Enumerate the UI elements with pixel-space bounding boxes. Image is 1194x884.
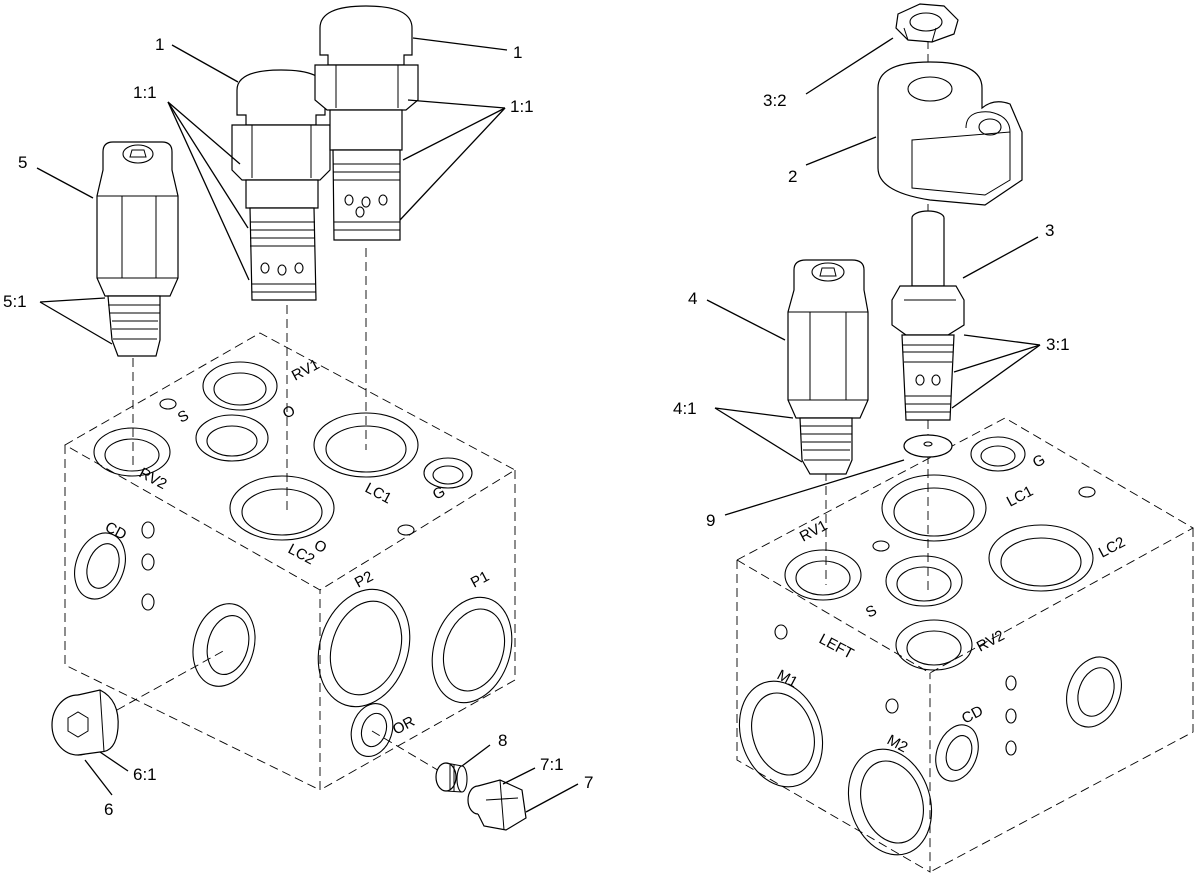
left-port-s-bore: [195, 414, 269, 462]
part-7-hex-plug: [467, 779, 527, 831]
callout-4: 4: [688, 289, 697, 308]
callout-7-1: 7:1: [540, 755, 564, 774]
right-port-m2-bore: [847, 748, 933, 856]
left-port-or-bore: [350, 703, 394, 757]
left-port-rv2-bore: [93, 427, 171, 477]
right-port-lc2-bore: [988, 524, 1094, 592]
right-port-label-g: G: [1030, 451, 1048, 471]
leader-lines: [36, 37, 1041, 813]
callout-1-1-left: 1:1: [133, 83, 157, 102]
left-port-label-or: OR: [390, 713, 418, 739]
right-port-label-lc1: LC1: [1004, 483, 1036, 511]
left-port-p1-bore: [431, 596, 513, 704]
part-2-solenoid-coil: [877, 61, 1023, 206]
left-port-lc2-bore: [229, 475, 335, 541]
part-1-cartridge-right: [314, 5, 419, 241]
left-port-label-lc2: LC2: [285, 541, 317, 569]
callout-5-1: 5:1: [3, 292, 27, 311]
part-3-2-nut: [895, 3, 959, 43]
right-small-hole: [1005, 740, 1017, 756]
part-1-cartridge-left: [231, 69, 331, 301]
right-port-s-bore: [885, 555, 963, 607]
callout-3-1: 3:1: [1046, 335, 1070, 354]
callout-2: 2: [788, 167, 797, 186]
callout-9: 9: [706, 511, 715, 530]
left-alignment-lines: [116, 248, 447, 776]
part-6-plug: [51, 689, 119, 756]
right-small-hole: [1078, 486, 1096, 498]
left-port-label-rv1: RV1: [289, 356, 323, 385]
right-small-hole: [872, 540, 890, 552]
callout-3-2: 3:2: [763, 91, 787, 110]
left-side-port-bore: [192, 603, 256, 687]
right-port-m1-bore: [738, 680, 824, 788]
left-small-hole: [141, 521, 155, 539]
right-small-hole: [774, 624, 788, 640]
right-small-hole: [1005, 675, 1017, 691]
part-3-solenoid-valve: [891, 210, 965, 421]
callout-3: 3: [1045, 221, 1054, 240]
right-port-g-bore: [970, 436, 1026, 472]
right-manifold-block: RV1 S RV2 LC1 LC2 G CD LEFT M1 M2: [736, 417, 1194, 873]
right-port-cd-bore: [935, 724, 979, 782]
callout-1-1-right: 1:1: [510, 97, 534, 116]
right-port-label-rv2: RV2: [974, 627, 1008, 656]
left-port-label-lc1: LC1: [362, 480, 394, 508]
part-4-relief-valve: [787, 259, 869, 475]
callout-1-left: 1: [155, 35, 164, 54]
callout-4-1: 4:1: [673, 399, 697, 418]
right-port-label-left: LEFT: [816, 631, 856, 663]
callout-labels: 1 1 1:1 1:1 5 5:1 6:1 6 8 7:1 7 3:2 2 3 …: [3, 35, 1070, 819]
left-small-hole: [141, 553, 155, 571]
right-side-port-bore: [1066, 656, 1122, 728]
left-port-label-p1: P1: [468, 568, 492, 592]
right-port-label-lc2: LC2: [1096, 534, 1128, 562]
callout-5: 5: [18, 153, 27, 172]
left-port-p2-bore: [317, 588, 411, 708]
left-port-label-rv2: RV2: [136, 465, 170, 494]
right-port-label-s: S: [863, 602, 880, 622]
callout-8: 8: [498, 731, 507, 750]
right-small-hole: [885, 698, 899, 714]
left-small-hole: [141, 593, 155, 611]
part-9-washer: [903, 434, 953, 458]
part-5-relief-valve: [96, 141, 179, 357]
left-port-label-p2: P2: [352, 568, 376, 592]
left-port-label-s: S: [175, 407, 192, 427]
right-port-label-cd: CD: [959, 702, 986, 727]
left-port-lc1-bore: [313, 412, 419, 478]
callout-1-right: 1: [513, 43, 522, 62]
left-small-hole: [397, 524, 415, 536]
callout-7: 7: [584, 773, 593, 792]
left-port-label-o-top: O: [280, 402, 298, 422]
right-port-label-m2: M2: [884, 732, 910, 757]
right-small-hole: [1005, 708, 1017, 724]
left-port-label-g: G: [430, 483, 448, 503]
left-manifold-block: RV1 S O RV2 LC1 G O LC2 CD P2 P1 OR: [64, 332, 516, 791]
right-port-rv2-bore: [895, 619, 973, 671]
callout-6: 6: [104, 800, 113, 819]
left-port-g-bore: [423, 457, 473, 489]
left-port-label-cd: CD: [102, 519, 129, 544]
right-port-label-m1: M1: [774, 667, 800, 692]
right-port-rv1-bore: [784, 549, 862, 601]
right-port-label-rv1: RV1: [797, 517, 831, 546]
part-8-small-plug: [435, 762, 468, 793]
left-port-cd-bore: [74, 532, 126, 600]
callout-6-1: 6:1: [133, 765, 157, 784]
left-port-rv1-bore: [202, 361, 278, 411]
right-port-lc1-bore: [881, 474, 987, 542]
left-small-hole: [159, 398, 177, 410]
